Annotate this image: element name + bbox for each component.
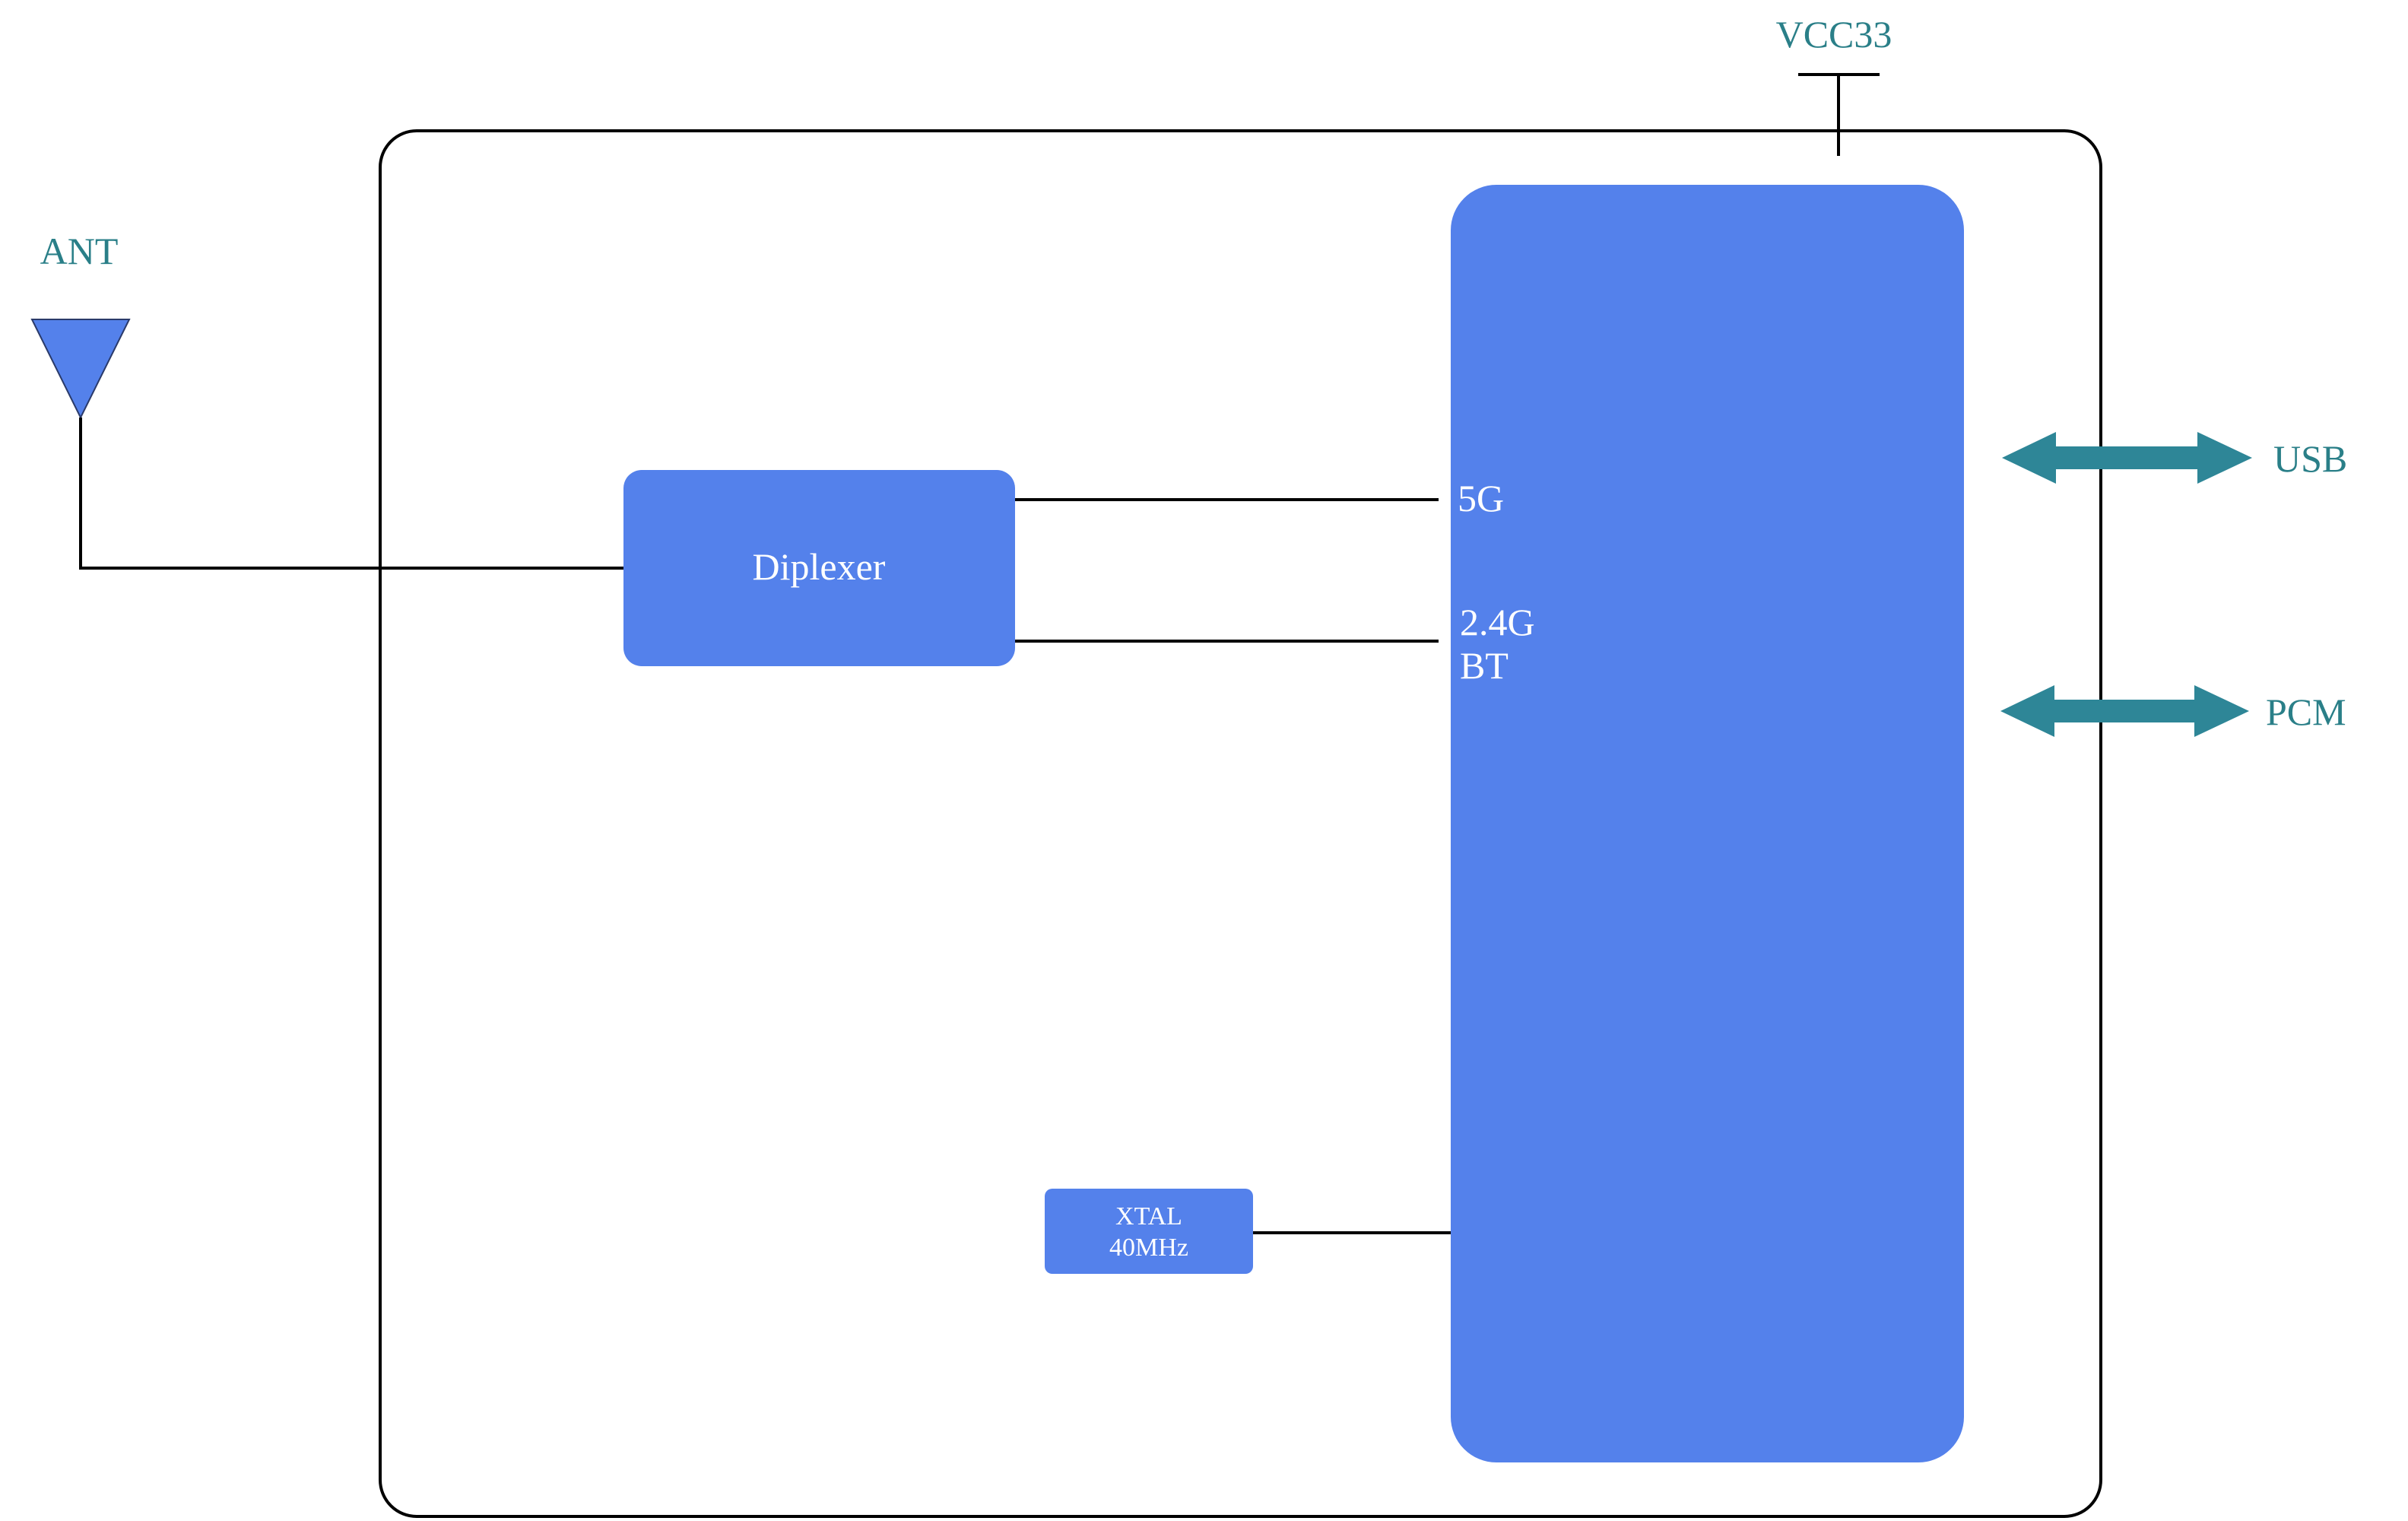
antenna-label: ANT [40,230,119,272]
xtal-block: XTAL 40MHz [1045,1189,1253,1274]
pcm-label: PCM [2266,691,2346,733]
vcc-power-symbol: VCC33 [1776,13,1892,156]
antenna-icon [30,319,131,420]
port-5g-label: 5G [1458,477,1504,519]
usb-interface: USB [2002,432,2347,484]
antenna: ANT [30,230,131,420]
pcm-interface: PCM [2000,685,2346,737]
diplexer-block: Diplexer [623,470,1015,666]
pcm-arrow-icon [2000,685,2249,737]
xtal-label-line2: 40MHz [1109,1234,1188,1262]
diplexer-box [623,470,1015,666]
usb-label: USB [2273,437,2347,480]
xtal-box [1045,1189,1253,1274]
main-chip-block [1451,185,1964,1462]
port-24g-label: 2.4G [1460,601,1535,643]
antenna-wire [79,418,623,570]
vcc-label: VCC33 [1776,13,1892,56]
usb-arrow-icon [2002,432,2252,484]
module-outline [379,129,2102,1518]
port-bt-label: BT [1460,644,1509,687]
xtal-label-line1: XTAL [1115,1202,1182,1230]
diplexer-label: Diplexer [753,545,886,588]
